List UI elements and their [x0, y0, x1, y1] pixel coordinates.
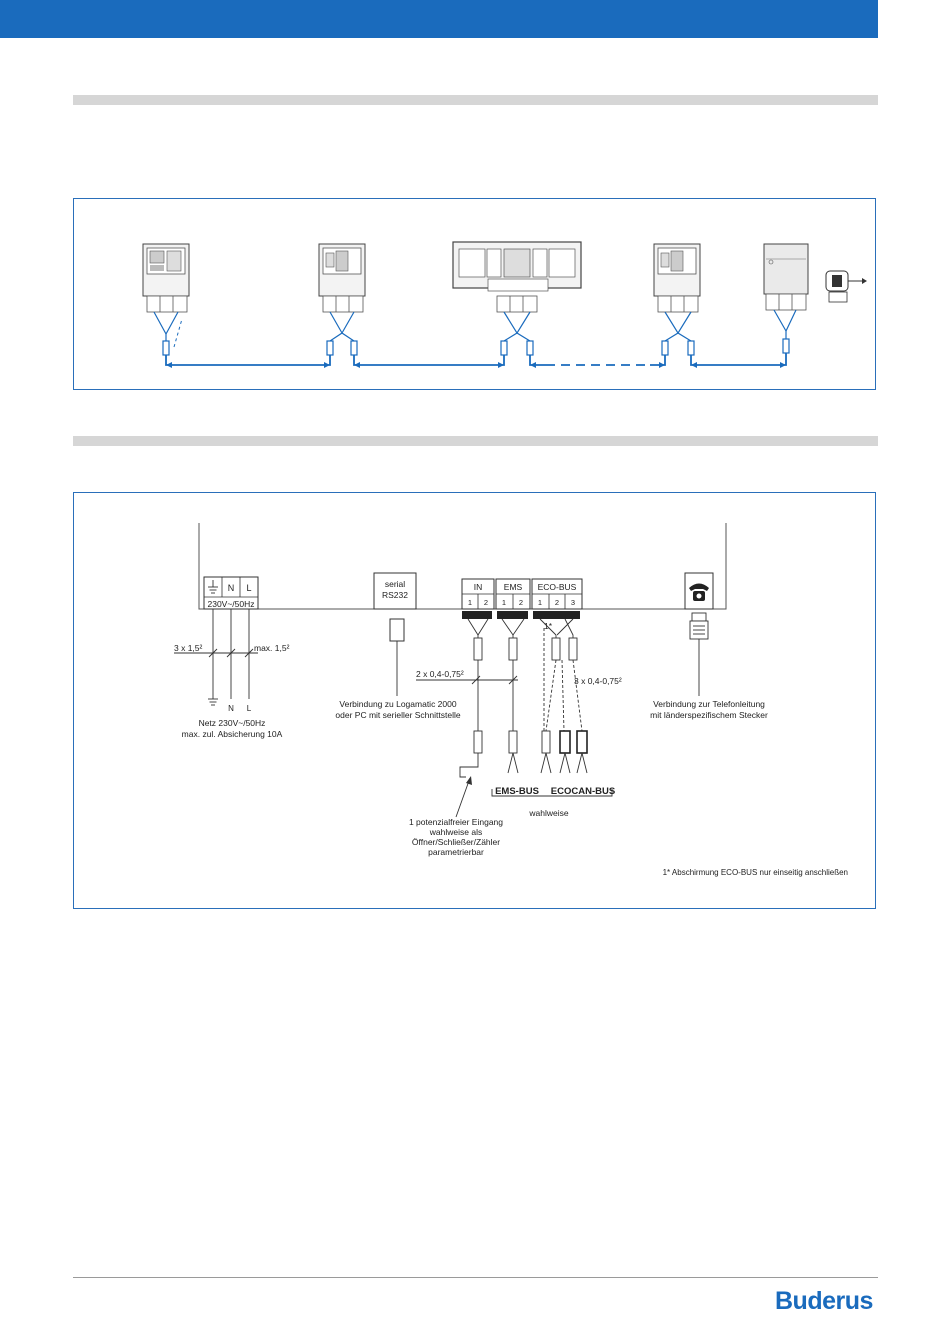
serial-note-line-1: Verbindung zu Logamatic 2000: [339, 699, 456, 709]
main-controller-device: [452, 241, 582, 313]
input-note-line-3: Öffner/Schließer/Zähler: [412, 837, 500, 847]
phone-plug: [689, 612, 709, 696]
section-header-bar-1: [73, 95, 878, 105]
input-note-pointer: [455, 777, 471, 818]
bus-topology-diagram: [73, 198, 876, 390]
bus-cable-twists: [153, 309, 797, 342]
power-terminal: N L 230V~/50Hz: [203, 576, 259, 610]
bus-cable-plugs: [162, 338, 790, 356]
ems-pin-2: 2: [519, 598, 523, 607]
serial-label: serial: [385, 579, 405, 589]
cable-bus-2-label: 2 x 0,4-0,75²: [416, 669, 464, 679]
in-pin-2: 2: [484, 598, 488, 607]
wiring-diagram: N L 230V~/50Hz serial RS232 IN 1 2 EMS 1…: [73, 492, 876, 909]
eco-pin-2: 2: [555, 598, 559, 607]
ems-terminal-block: EMS 1 2: [495, 578, 531, 610]
eco-pin-3: 3: [571, 598, 575, 607]
input-note-line-4: parametrierbar: [428, 847, 484, 857]
in-block-title: IN: [474, 582, 483, 592]
rs232-label: RS232: [382, 590, 408, 600]
eco-bus-terminal-block: ECO-BUS 1 2 3: [531, 578, 583, 610]
power-note-line-1: Netz 230V~/50Hz: [199, 718, 266, 728]
eco-bus-cables: [539, 618, 583, 774]
input-note-line-2: wahlweise als: [429, 827, 482, 837]
bus-line: [165, 353, 787, 366]
cable-bus-3-label: 3 x 0,4-0,75²: [574, 676, 622, 686]
choice-label: wahlweise: [528, 808, 568, 818]
serial-port: serial RS232: [373, 572, 417, 610]
serial-connector: [389, 618, 405, 696]
cable-power-right-label: max. 1,5²: [254, 643, 290, 653]
phone-note-line-1: Verbindung zur Telefonleitung: [653, 699, 765, 709]
earth-n-label: N: [228, 704, 234, 713]
section-header-bar-2: [73, 436, 878, 446]
power-note-line-2: max. zul. Absicherung 10A: [182, 729, 283, 739]
cable-power-left-label: 3 x 1,5²: [174, 643, 203, 653]
controller-device-2: [318, 243, 366, 313]
input-note-line-1: 1 potenzialfreier Eingang: [409, 817, 503, 827]
header-bar: [0, 0, 878, 38]
ecocan-bus-label: ECOCAN-BUS: [551, 786, 615, 797]
in-ems-cables: [416, 618, 525, 778]
telephone-plug-icon: [825, 270, 867, 303]
buderus-logo: Buderus: [775, 1287, 873, 1315]
serial-note-line-2: oder PC mit serieller Schnittstelle: [335, 710, 460, 720]
controller-device-1: [142, 243, 190, 313]
footer-divider: [73, 1277, 878, 1278]
earth-icon: [208, 580, 218, 594]
earth-l-label: L: [247, 704, 252, 713]
eco-bus-block-title: ECO-BUS: [538, 582, 577, 592]
terminal-n-label: N: [228, 583, 235, 593]
terminal-plugs: [462, 611, 580, 619]
telephone-icon: [689, 583, 709, 601]
phone-note-line-2: mit länderspezifischem Stecker: [650, 710, 768, 720]
bus-arrowheads: [166, 362, 786, 368]
input-note-arrowhead: [466, 776, 472, 785]
controller-device-4: [653, 243, 701, 313]
power-rating-label: 230V~/50Hz: [207, 599, 254, 609]
ems-bus-label: EMS-BUS: [495, 786, 539, 797]
power-wires: [174, 609, 258, 706]
footnote: 1* Abschirmung ECO-BUS nur einseitig ans…: [663, 868, 848, 877]
ems-block-title: EMS: [504, 582, 523, 592]
ems-pin-1: 1: [502, 598, 506, 607]
in-pin-1: 1: [468, 598, 472, 607]
bus-topology-svg: [142, 241, 867, 368]
eco-pin-1: 1: [538, 598, 542, 607]
phone-socket: [684, 572, 714, 610]
gateway-device: [763, 243, 809, 311]
choice-bracket: [491, 789, 613, 797]
ecocan-plugs: [559, 730, 588, 774]
terminal-l-label: L: [246, 583, 251, 593]
shield-marker-label: 1*: [544, 621, 553, 631]
in-terminal-block: IN 1 2: [461, 578, 495, 610]
wiring-svg: N L 230V~/50Hz serial RS232 IN 1 2 EMS 1…: [174, 523, 848, 877]
